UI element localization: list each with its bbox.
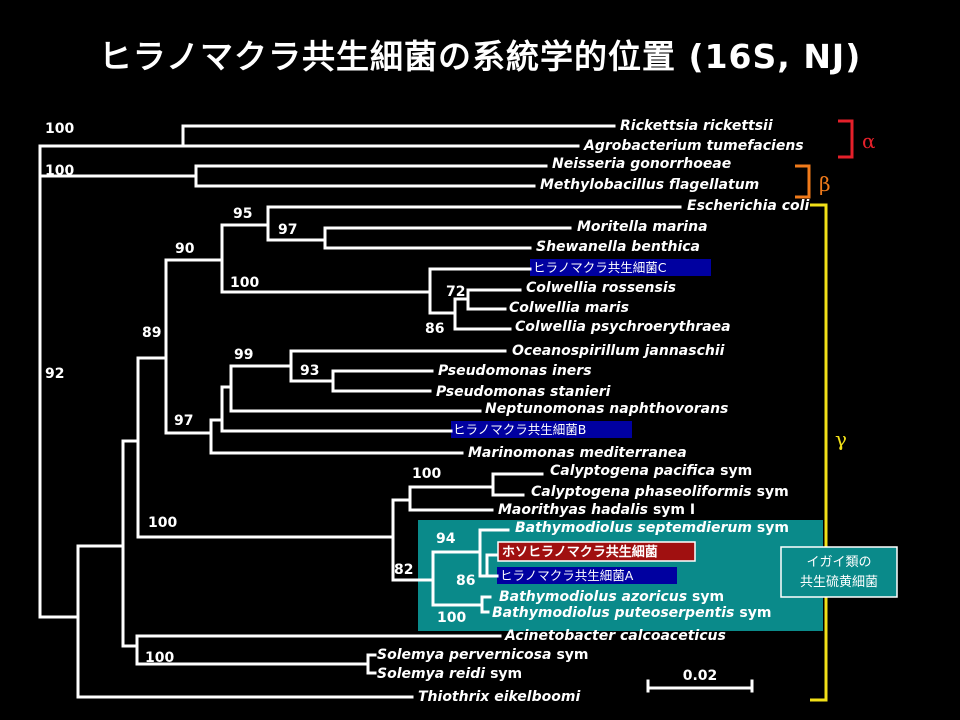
taxon-symbiont-a: ヒラノマクラ共生細菌A <box>500 568 634 583</box>
taxon-moritella: Moritella marina <box>577 219 708 235</box>
mussel-symbiont-note <box>780 546 898 598</box>
taxon-neisseria: Neisseria gonorrhoeae <box>552 156 731 172</box>
bootstrap-value: 97 <box>174 413 193 429</box>
gamma-label: γ <box>835 427 847 451</box>
taxon-pseudomonas-stanieri: Pseudomonas stanieri <box>436 384 611 400</box>
bootstrap-value: 92 <box>45 366 64 382</box>
taxon-symbiont-c: ヒラノマクラ共生細菌C <box>533 260 667 275</box>
beta-label: β <box>819 172 831 196</box>
bootstrap-value: 90 <box>175 241 195 257</box>
mussel-note-line1: イガイ類の <box>806 555 871 570</box>
taxon-colwellia-psychroerythraea: Colwellia psychroerythraea <box>515 319 731 335</box>
taxon-pseudomonas-iners: Pseudomonas iners <box>438 363 592 379</box>
bootstrap-value: 100 <box>45 121 74 137</box>
taxon-thiothrix: Thiothrix eikelboomi <box>418 689 580 705</box>
bootstrap-value: 99 <box>234 347 253 363</box>
taxon-symbiont-b: ヒラノマクラ共生細菌B <box>453 422 586 437</box>
bootstrap-value: 100 <box>145 650 174 666</box>
slide-title: ヒラノマクラ共生細菌の系統学的位置 (16S, NJ) <box>98 37 862 76</box>
mussel-note-line2: 共生硫黄細菌 <box>800 575 878 590</box>
bootstrap-value: 89 <box>142 325 161 341</box>
bootstrap-value: 94 <box>436 531 456 547</box>
taxon-marinomonas: Marinomonas mediterranea <box>468 445 687 461</box>
bootstrap-value: 72 <box>446 284 465 300</box>
taxon-hoso-symbiont: ホソヒラノマクラ共生細菌 <box>502 544 658 560</box>
bootstrap-value: 93 <box>300 363 319 379</box>
taxon-neptunomonas: Neptunomonas naphthovorans <box>485 401 728 417</box>
hoso-symbiont-highlight <box>497 541 696 562</box>
bootstrap-value: 100 <box>230 275 259 291</box>
taxon-rickettsia: Rickettsia rickettsii <box>620 118 773 134</box>
bootstrap-value: 100 <box>437 610 466 626</box>
alpha-label: α <box>862 129 876 153</box>
taxon-oceanospirillum: Oceanospirillum jannaschii <box>512 343 725 359</box>
tree-branches <box>38 124 754 699</box>
gamma-bracket <box>810 203 828 702</box>
taxon-acinetobacter: Acinetobacter calcoaceticus <box>504 628 726 644</box>
bootstrap-value: 95 <box>233 206 252 222</box>
taxon-methylobacillus: Methylobacillus flagellatum <box>540 177 759 193</box>
symbiont-b-highlight <box>451 421 632 438</box>
alpha-bracket <box>838 119 854 159</box>
bootstrap-value: 86 <box>456 573 475 589</box>
bootstrap-value: 97 <box>278 222 297 238</box>
taxon-labels: Rickettsia rickettsii Agrobacterium tume… <box>377 118 809 705</box>
bootstrap-value: 100 <box>45 163 74 179</box>
taxon-colwellia-rossensis: Colwellia rossensis <box>526 280 676 296</box>
symbiont-c-highlight <box>530 259 711 276</box>
taxon-escherichia: Escherichia coli <box>687 198 809 214</box>
bootstrap-value: 86 <box>425 321 444 337</box>
taxon-colwellia-maris: Colwellia maris <box>509 300 629 316</box>
taxon-agrobacterium: Agrobacterium tumefaciens <box>583 138 804 154</box>
symbiont-a-highlight <box>497 567 677 584</box>
bootstrap-value: 100 <box>148 515 177 531</box>
bootstrap-value: 82 <box>394 562 413 578</box>
scale-bar-label: 0.02 <box>683 668 718 684</box>
bootstrap-value: 100 <box>412 466 441 482</box>
bootstrap-values: 100 100 92 95 97 90 100 72 86 89 99 93 9… <box>45 121 475 666</box>
taxon-shewanella: Shewanella benthica <box>536 239 700 255</box>
beta-bracket <box>795 164 811 199</box>
